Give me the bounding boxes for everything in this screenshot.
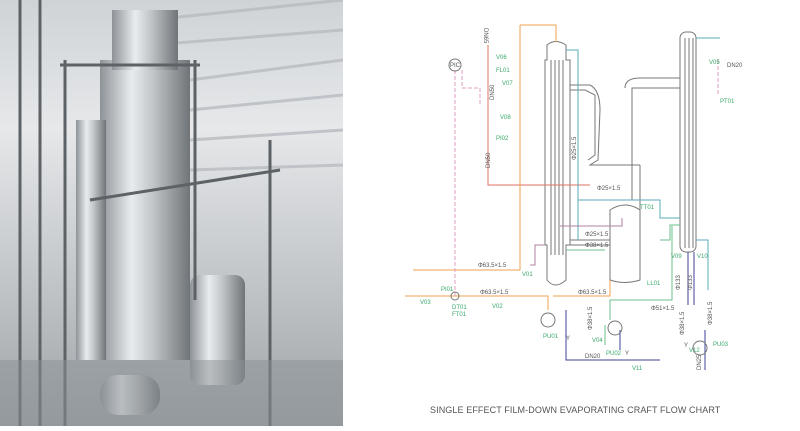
label-v09: V09 <box>671 254 682 260</box>
label-dn50a: DN50 <box>490 84 496 100</box>
label-ll01: LL01 <box>647 281 661 287</box>
evaporator-plant-photo <box>0 0 343 426</box>
label-d635b: Φ63.5×1.5 <box>480 290 509 296</box>
feed-inlet <box>520 24 557 42</box>
label-v06: V06 <box>496 55 507 61</box>
label-v08: V08 <box>500 115 511 121</box>
label-dn20a: DN20 <box>585 354 601 360</box>
label-pt01: PT01 <box>720 99 735 105</box>
label-dt01: DT01 <box>452 305 467 311</box>
diagram-caption: SINGLE EFFECT FILM-DOWN EVAPORATING CRAF… <box>430 405 721 415</box>
label-pi02: PI02 <box>496 136 509 142</box>
label-dn25: DN25 <box>697 354 703 370</box>
label-v11: V11 <box>632 366 643 372</box>
product-line <box>405 295 549 310</box>
label-d25c: Φ25×1.5 <box>585 232 609 238</box>
label-v05: V05 <box>709 60 720 66</box>
label-v01: V01 <box>522 272 533 278</box>
label-y3: Y <box>684 343 688 349</box>
separator-tank <box>570 77 680 283</box>
label-d635c: Φ63.5×1.5 <box>578 290 607 296</box>
water-line <box>566 224 680 345</box>
label-dn65: DN65 <box>482 28 488 44</box>
label-pic: PIC <box>450 63 461 69</box>
label-fl01: FL01 <box>496 68 510 74</box>
label-d133a: Φ133 <box>676 275 682 290</box>
label-v03: V03 <box>420 300 431 306</box>
label-dn50b: DN50 <box>486 152 492 168</box>
label-v10: V10 <box>697 254 708 260</box>
label-d38d: Φ38×1.5 <box>708 301 714 325</box>
label-d38c: Φ38×1.5 <box>680 311 686 335</box>
process-flow-diagram: DN65 V06 FL01 V07 DN50 V08 PI02 DN50 PIC… <box>343 0 800 426</box>
label-v04: V04 <box>592 338 603 344</box>
evaporator-column <box>544 41 571 286</box>
label-d133b: Φ133 <box>688 275 694 290</box>
label-pi01: PI01 <box>441 287 454 293</box>
steam-line <box>487 45 590 186</box>
label-y2: Y <box>625 351 629 357</box>
cooling-line <box>566 37 720 290</box>
label-pu01: PU01 <box>543 334 559 340</box>
label-d38b: Φ38×1.5 <box>588 306 594 330</box>
signal-line <box>454 60 719 296</box>
label-d635a: Φ63.5×1.5 <box>478 263 507 269</box>
label-tt01: TT01 <box>640 205 655 211</box>
label-d51: Φ51×1.5 <box>651 306 675 312</box>
label-v02: V02 <box>492 304 503 310</box>
condenser <box>679 31 697 253</box>
label-v12: V12 <box>689 348 700 354</box>
label-ft01: FT01 <box>452 312 467 318</box>
label-pu02: PU02 <box>606 351 622 357</box>
label-y1: Y <box>566 336 570 342</box>
label-d25b: Φ25×1.5 <box>597 186 621 192</box>
label-d25a: Φ25×1.5 <box>572 136 578 160</box>
label-dn20b: DN20 <box>727 63 743 69</box>
vacuum-line <box>565 252 706 370</box>
label-d38a: Φ38×1.5 <box>585 243 609 249</box>
label-v07: V07 <box>502 81 513 87</box>
label-pu03: PU03 <box>713 342 729 348</box>
